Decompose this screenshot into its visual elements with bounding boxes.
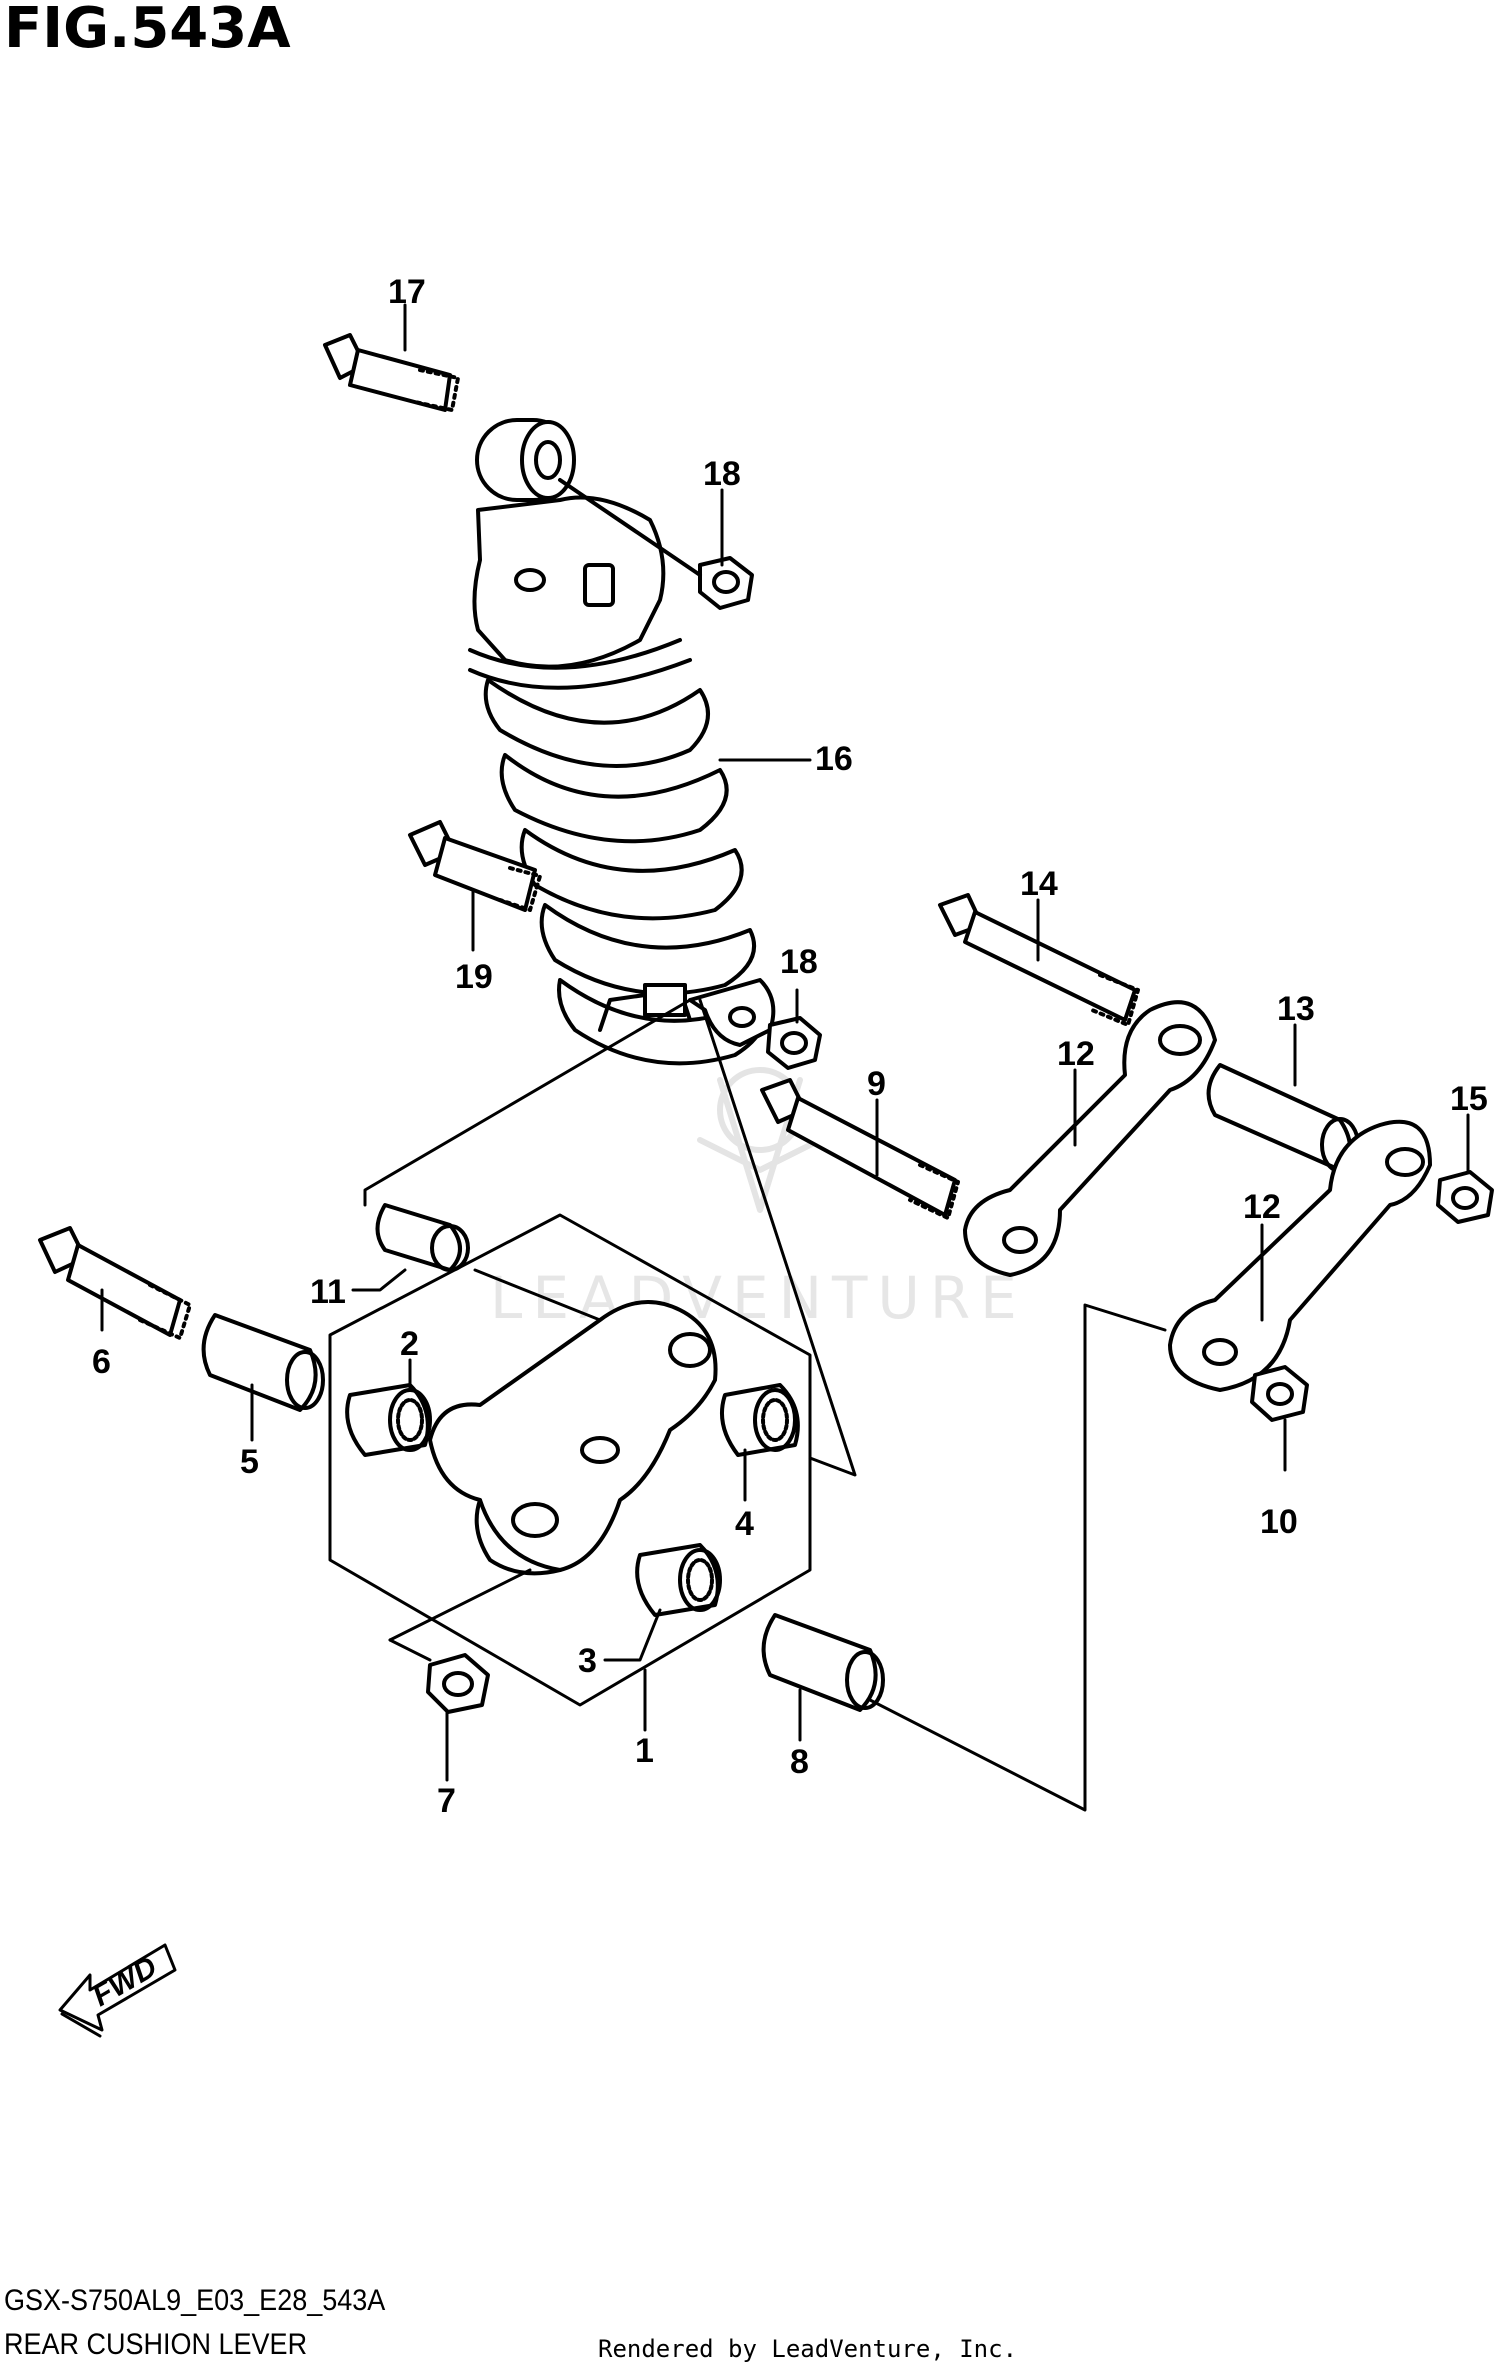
watermark-text: LEADVENTURE <box>490 1264 1027 1332</box>
bearing-4 <box>720 1383 800 1457</box>
nut-18-upper <box>558 478 754 610</box>
callout-14: 14 <box>1020 865 1058 903</box>
cushion-lever-box <box>328 1213 812 1707</box>
callout-5: 5 <box>240 1443 259 1481</box>
section-name: REAR CUSHION LEVER <box>4 2328 308 2361</box>
link-rod-12-upper <box>963 1000 1217 1277</box>
watermark-logo <box>697 1067 823 1213</box>
callout-1: 1 <box>635 1732 654 1770</box>
render-credit: Rendered by LeadVenture, Inc. <box>598 2335 1018 2363</box>
callout-7: 7 <box>437 1782 456 1820</box>
callout-10: 10 <box>1260 1503 1298 1541</box>
callout-16: 16 <box>815 740 853 778</box>
cushion-lever-1 <box>428 1300 718 1576</box>
bearing-3 <box>635 1543 722 1617</box>
assembly-lines <box>363 998 1167 1812</box>
callout-2: 2 <box>400 1325 419 1363</box>
callout-6: 6 <box>92 1343 111 1381</box>
callout-9: 9 <box>867 1065 886 1103</box>
callout-13: 13 <box>1277 990 1315 1028</box>
collar-8 <box>761 1613 885 1712</box>
figure-title: FIG.543A <box>4 0 291 61</box>
bolt-14 <box>938 893 1140 1027</box>
callout-11: 11 <box>310 1273 346 1311</box>
link-rod-12-lower <box>1168 1119 1432 1392</box>
callout-18-upper: 18 <box>703 455 741 493</box>
rear-shock-absorber <box>468 418 776 1066</box>
callout-15: 15 <box>1450 1080 1488 1118</box>
bolt-6 <box>38 1226 192 1340</box>
nut-18-lower <box>766 1016 822 1070</box>
leader-lines <box>100 303 1470 1782</box>
bolt-19 <box>408 820 542 912</box>
collar-11 <box>375 1203 470 1272</box>
model-code: GSX-S750AL9_E03_E28_543A <box>4 2284 386 2317</box>
callout-4: 4 <box>735 1505 754 1543</box>
nut-10 <box>1250 1365 1309 1422</box>
collar-13 <box>1206 1063 1360 1173</box>
nut-15 <box>1436 1170 1494 1224</box>
fwd-label: FWD <box>87 1950 163 2013</box>
callout-19: 19 <box>455 958 493 996</box>
callout-12-upper: 12 <box>1057 1035 1095 1073</box>
callout-17: 17 <box>388 273 426 311</box>
callout-12-lower: 12 <box>1243 1188 1281 1226</box>
callout-3: 3 <box>578 1642 597 1680</box>
nut-7 <box>426 1653 490 1714</box>
bearing-2 <box>345 1383 432 1457</box>
bolt-9 <box>760 1078 960 1220</box>
callout-18-lower: 18 <box>780 943 818 981</box>
callout-8: 8 <box>790 1743 809 1781</box>
fwd-arrow-icon: FWD <box>58 1943 177 2038</box>
collar-5 <box>201 1313 325 1412</box>
bolt-17 <box>323 333 460 412</box>
